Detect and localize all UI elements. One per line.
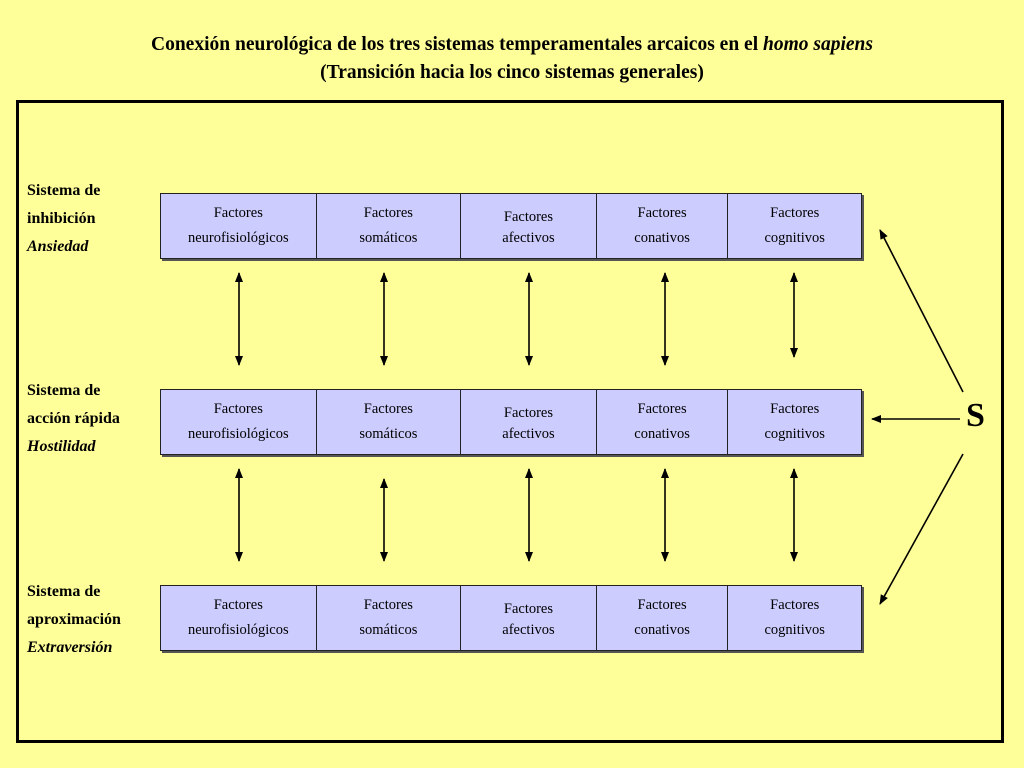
factor-word: Factores bbox=[503, 209, 554, 225]
factor-word: Factores bbox=[213, 401, 263, 417]
factor-cell-cognitivos: Factores cognitivos bbox=[728, 194, 862, 258]
system-label-line: aproximación bbox=[27, 611, 121, 628]
s-arrow-to-row-3 bbox=[879, 453, 964, 605]
factor-name: neurofisiológicos bbox=[187, 622, 289, 638]
factors-row-inhibicion: Factores neurofisiológicos Factores somáti… bbox=[160, 193, 862, 259]
factors-row-aproximacion: Factores neurofisiológicos Factores somáti… bbox=[160, 585, 862, 651]
factor-name: cognitivos bbox=[764, 426, 825, 442]
system-label-line: acción rápida bbox=[27, 410, 120, 427]
factor-name: neurofisiológicos bbox=[187, 230, 289, 246]
factor-word: Factores bbox=[637, 401, 687, 417]
factor-word: Factores bbox=[503, 405, 554, 421]
system-label-trait: Extraversión bbox=[27, 639, 113, 656]
factor-word: Factores bbox=[363, 597, 413, 613]
factor-name: conativos bbox=[634, 230, 690, 246]
system-label-line: Sistema de bbox=[27, 182, 101, 199]
system-label-line: inhibición bbox=[27, 210, 96, 227]
title-line-2: (Transición hacia los cinco sistemas gen… bbox=[320, 62, 704, 83]
factor-word: Factores bbox=[363, 205, 413, 221]
factor-cell-conativos: Factores conativos bbox=[596, 194, 729, 258]
system-label-trait: Hostilidad bbox=[27, 438, 96, 455]
factor-name: cognitivos bbox=[764, 230, 825, 246]
factor-word: Factores bbox=[213, 597, 263, 613]
system-label-line: Sistema de bbox=[27, 583, 101, 600]
factor-name: somáticos bbox=[359, 622, 418, 638]
factor-cell-afectivos: Factores afectivos bbox=[461, 586, 597, 650]
factor-cell-afectivos: Factores afectivos bbox=[461, 390, 597, 454]
factor-name: afectivos bbox=[502, 622, 555, 638]
diagram-frame bbox=[16, 100, 1004, 743]
factors-row-accion-rapida: Factores neurofisiológicos Factores somáti… bbox=[160, 389, 862, 455]
system-label-line: Sistema de bbox=[27, 382, 101, 399]
factor-name: afectivos bbox=[502, 426, 555, 442]
system-label-trait: Ansiedad bbox=[27, 238, 89, 255]
system-label-accion-rapida: Sistema de acción rápida Hostilidad bbox=[27, 377, 157, 461]
factor-word: Factores bbox=[770, 401, 820, 417]
factor-cell-neurofisiologicos: Factores neurofisiológicos bbox=[161, 390, 317, 454]
factor-cell-cognitivos: Factores cognitivos bbox=[728, 390, 862, 454]
factor-name: cognitivos bbox=[764, 622, 825, 638]
factor-word: Factores bbox=[213, 205, 263, 221]
factor-word: Factores bbox=[770, 597, 820, 613]
factor-cell-cognitivos: Factores cognitivos bbox=[728, 586, 862, 650]
title-line-1: Conexión neurológica de los tres sistema… bbox=[0, 31, 1024, 59]
factor-cell-somaticos: Factores somáticos bbox=[316, 586, 462, 650]
factor-cell-conativos: Factores conativos bbox=[596, 586, 729, 650]
factor-cell-somaticos: Factores somáticos bbox=[316, 390, 462, 454]
factor-word: Factores bbox=[363, 401, 413, 417]
factor-name: somáticos bbox=[359, 426, 418, 442]
factor-word: Factores bbox=[770, 205, 820, 221]
factor-name: conativos bbox=[634, 426, 690, 442]
system-label-aproximacion: Sistema de aproximación Extraversión bbox=[27, 578, 157, 662]
factor-name: afectivos bbox=[502, 230, 555, 246]
title-italic-text: homo sapiens bbox=[763, 34, 873, 55]
title-text: Conexión neurológica de los tres sistema… bbox=[151, 34, 763, 55]
factor-name: conativos bbox=[634, 622, 690, 638]
factor-name: neurofisiológicos bbox=[187, 426, 289, 442]
factor-cell-conativos: Factores conativos bbox=[596, 390, 729, 454]
s-label: S bbox=[966, 397, 985, 434]
factor-name: somáticos bbox=[359, 230, 418, 246]
factor-cell-afectivos: Factores afectivos bbox=[461, 194, 597, 258]
slide-title: Conexión neurológica de los tres sistema… bbox=[0, 31, 1024, 87]
system-label-inhibicion: Sistema de inhibición Ansiedad bbox=[27, 177, 157, 261]
factor-word: Factores bbox=[637, 597, 687, 613]
factor-cell-somaticos: Factores somáticos bbox=[316, 194, 462, 258]
factor-word: Factores bbox=[503, 601, 554, 617]
s-arrow-to-row-1 bbox=[879, 229, 964, 393]
factor-cell-neurofisiologicos: Factores neurofisiológicos bbox=[161, 586, 317, 650]
factor-word: Factores bbox=[637, 205, 687, 221]
factor-cell-neurofisiologicos: Factores neurofisiológicos bbox=[161, 194, 317, 258]
